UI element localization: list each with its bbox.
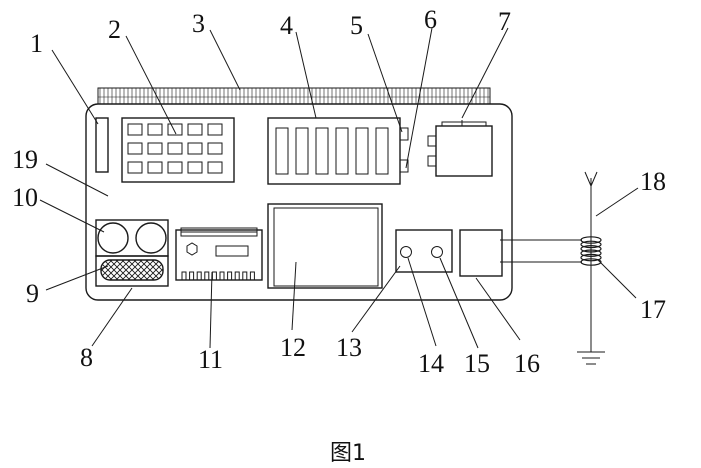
label-6: 6 — [424, 5, 437, 34]
label-11: 11 — [198, 345, 223, 374]
component-12-screen — [267, 203, 383, 289]
component-1-slot — [95, 117, 109, 173]
component-7-module — [427, 120, 493, 177]
component-18-pole — [584, 171, 598, 352]
label-1: 1 — [30, 29, 43, 58]
label-19: 19 — [12, 145, 38, 174]
component-17-coil — [580, 236, 602, 266]
label-4: 4 — [280, 11, 293, 40]
label-17: 17 — [640, 295, 666, 324]
label-13: 13 — [336, 333, 362, 362]
label-9: 9 — [26, 279, 39, 308]
figure-caption: 图1 — [330, 441, 366, 466]
label-2: 2 — [108, 15, 121, 44]
component-5-connector — [399, 127, 409, 141]
label-15: 15 — [464, 349, 490, 378]
component-10-speakers — [95, 219, 169, 257]
component-16-terminal — [459, 229, 503, 277]
label-8: 8 — [80, 343, 93, 372]
ground-symbol — [577, 351, 605, 365]
label-3: 3 — [192, 9, 205, 38]
component-11-chip-module — [175, 227, 263, 281]
lead-wires — [500, 239, 582, 263]
component-13-jack-panel — [395, 229, 453, 273]
component-4-cell-block — [267, 117, 401, 185]
label-16: 16 — [514, 349, 540, 378]
label-7: 7 — [498, 7, 511, 36]
label-18: 18 — [640, 167, 666, 196]
main-board — [85, 103, 513, 301]
leader-lines — [39, 27, 639, 349]
callout-labels: 1 2 3 4 5 6 7 19 10 9 8 11 12 13 14 15 1… — [12, 5, 666, 378]
component-6-connector — [399, 159, 409, 173]
component-2-keypad — [121, 117, 235, 183]
label-12: 12 — [280, 333, 306, 362]
label-14: 14 — [418, 349, 444, 378]
label-10: 10 — [12, 183, 38, 212]
label-5: 5 — [350, 11, 363, 40]
